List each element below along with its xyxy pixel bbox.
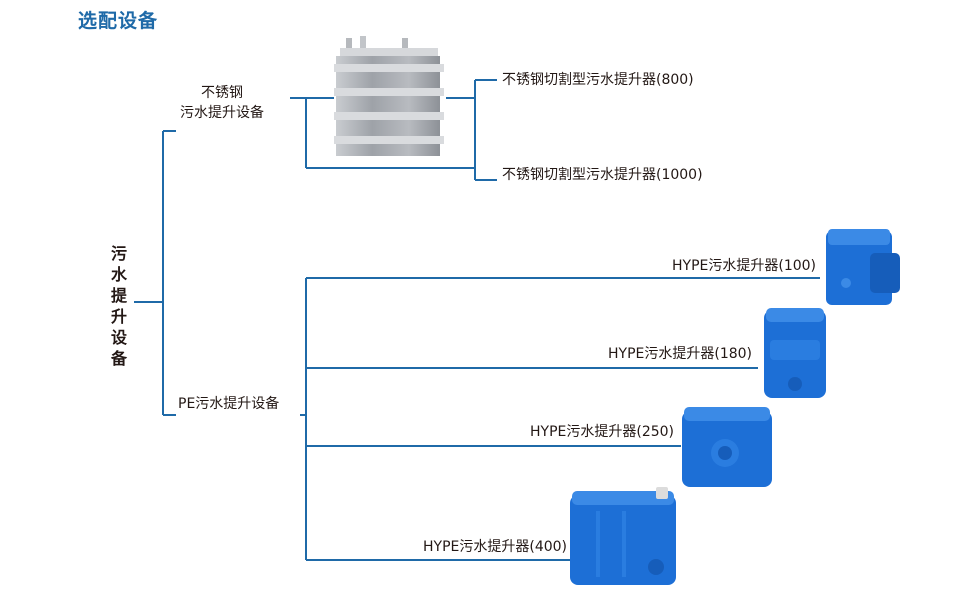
section-title: 选配设备 (78, 10, 159, 32)
category-pe-label: PE污水提升设备 (178, 396, 280, 412)
hype-400-image (570, 487, 676, 585)
hype-180-image (764, 308, 826, 398)
category-stainless-line1: 不锈钢 (201, 85, 243, 101)
product-hype-400: HYPE污水提升器(400) (422, 539, 567, 555)
category-stainless-label: 不锈钢 污水提升设备 (180, 83, 264, 123)
category-stainless-line2: 污水提升设备 (180, 105, 264, 121)
product-stainless-1000: 不锈钢切割型污水提升器(1000) (502, 167, 703, 183)
root-label: 污水提升设备 (110, 244, 127, 368)
product-stainless-800: 不锈钢切割型污水提升器(800) (502, 72, 694, 88)
product-hype-180: HYPE污水提升器(180) (607, 346, 752, 362)
hype-100-image (826, 229, 900, 305)
stainless-unit-image (334, 36, 444, 156)
product-hype-250: HYPE污水提升器(250) (529, 424, 674, 440)
hype-250-image (682, 407, 772, 487)
product-hype-100: HYPE污水提升器(100) (671, 258, 816, 274)
